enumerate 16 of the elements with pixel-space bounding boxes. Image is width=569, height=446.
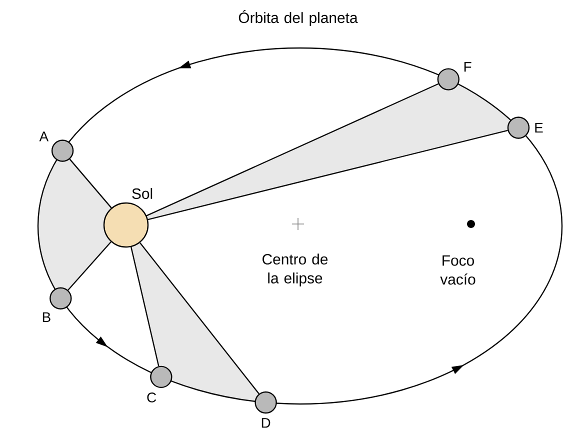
focus-label: Foco vacío [440,255,476,285]
center-label: Centro de la elipse [262,254,328,286]
radius-line [140,242,260,394]
node-label: F [464,62,472,72]
node-label: A [39,132,49,142]
radius-line [130,246,160,366]
radius-line [148,130,508,220]
node-label: C [147,392,156,402]
node-label: B [42,312,50,322]
radius-line [146,83,439,216]
node-label: D [262,418,270,428]
node-label: E [535,122,543,133]
orbit-label: Órbita del planeta [238,10,358,26]
radius-line [68,241,112,290]
node-label: Sol [132,188,152,199]
radius-line [69,158,112,208]
